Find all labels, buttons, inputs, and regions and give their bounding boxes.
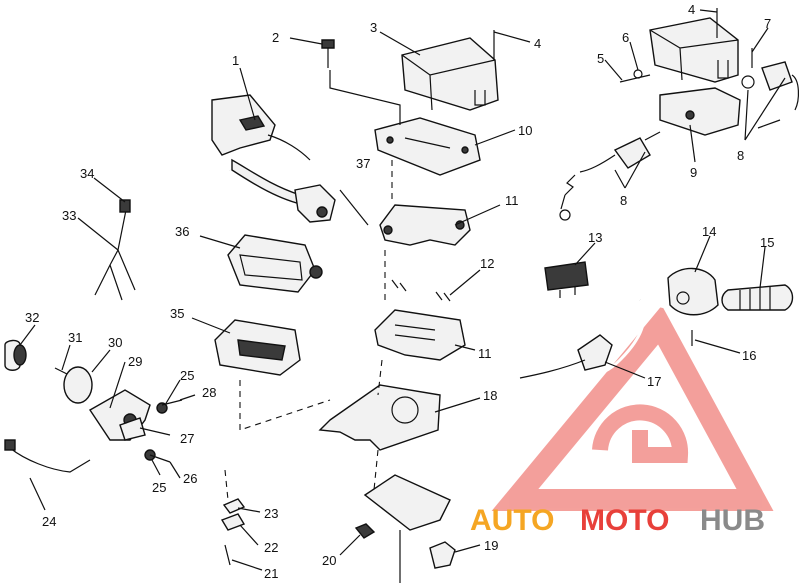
clip-23	[222, 498, 246, 514]
callout-30: 30	[108, 335, 122, 350]
right-lever	[519, 299, 646, 379]
callout-37: 37	[356, 156, 370, 171]
ignition-switch	[741, 61, 799, 111]
callout-27: 27	[180, 431, 194, 446]
callout-29: 29	[128, 354, 142, 369]
callout-5: 5	[597, 51, 604, 66]
callout-25a: 25	[180, 368, 194, 383]
wire-24	[4, 439, 91, 473]
nut-20	[354, 523, 376, 539]
cover-3	[401, 37, 499, 111]
watermark-part-moto: MOTO	[580, 504, 669, 537]
bracket-9	[659, 87, 741, 136]
switch-13	[544, 261, 589, 298]
key-connector-8	[559, 119, 781, 221]
callout-7: 7	[764, 16, 771, 31]
callout-35: 35	[170, 306, 184, 321]
callout-16: 16	[742, 348, 756, 363]
callout-12: 12	[480, 256, 494, 271]
clamp-lower	[374, 309, 466, 361]
cap-32	[4, 339, 27, 371]
callout-9: 9	[690, 165, 697, 180]
callout-25b: 25	[152, 480, 166, 495]
callout-24: 24	[42, 514, 56, 529]
watermark-part-hub: HUB	[700, 504, 765, 537]
speedometer-36	[227, 234, 323, 293]
grommet-19	[429, 541, 456, 569]
callout-11b: 11	[478, 346, 492, 361]
ring-30	[63, 366, 93, 404]
handgrip	[721, 284, 794, 311]
callout-8b: 8	[620, 193, 627, 208]
callout-32: 32	[25, 310, 39, 325]
callout-31: 31	[68, 330, 82, 345]
base-plate	[363, 474, 451, 583]
callout-3: 3	[370, 20, 377, 35]
callout-15: 15	[760, 235, 774, 250]
ignition-housing	[649, 17, 739, 83]
throttle-housing	[667, 267, 719, 316]
light-27	[119, 417, 146, 441]
callout-34: 34	[80, 166, 94, 181]
callout-21: 21	[264, 566, 278, 581]
bolt-2	[321, 39, 335, 68]
callout-19: 19	[484, 538, 498, 553]
callout-28: 28	[202, 385, 216, 400]
screw-21	[224, 544, 231, 566]
screw-5	[619, 74, 651, 83]
callout-13: 13	[588, 230, 602, 245]
callout-14: 14	[702, 224, 716, 239]
callout-10: 10	[518, 123, 532, 138]
mount-plate-18	[318, 384, 441, 451]
nut-25a	[156, 402, 168, 414]
spacer-22	[220, 513, 246, 531]
leader-lines	[19, 9, 786, 571]
callout-33: 33	[62, 208, 76, 223]
callout-1: 1	[232, 53, 239, 68]
bezel-35	[214, 319, 301, 376]
screw-26	[149, 454, 171, 463]
watermark-text: AUTO MOTO HUB	[470, 504, 765, 537]
watermark-logo-icon	[491, 305, 774, 511]
washer-6	[633, 69, 643, 79]
callout-4a: 4	[534, 36, 541, 51]
callout-2: 2	[272, 30, 279, 45]
watermark-part-auto: AUTO	[470, 504, 554, 537]
callout-26: 26	[183, 471, 197, 486]
clamp-upper	[379, 204, 471, 246]
callout-22: 22	[264, 540, 278, 555]
assembly-lines	[224, 70, 401, 501]
harness-33	[94, 199, 136, 301]
plate-10	[374, 117, 481, 176]
callout-36: 36	[175, 224, 189, 239]
callout-6: 6	[622, 30, 629, 45]
left-control-housing	[211, 94, 336, 223]
callout-11a: 11	[505, 193, 519, 208]
callout-8a: 8	[737, 148, 744, 163]
callout-numbers: 1 2 3 4 4 5 6 7 8 8 9 10 11 11 12 13 14 …	[25, 2, 774, 581]
callout-17: 17	[647, 374, 661, 389]
callout-4b: 4	[688, 2, 695, 17]
callout-20: 20	[322, 553, 336, 568]
callout-23: 23	[264, 506, 278, 521]
callout-18: 18	[483, 388, 497, 403]
